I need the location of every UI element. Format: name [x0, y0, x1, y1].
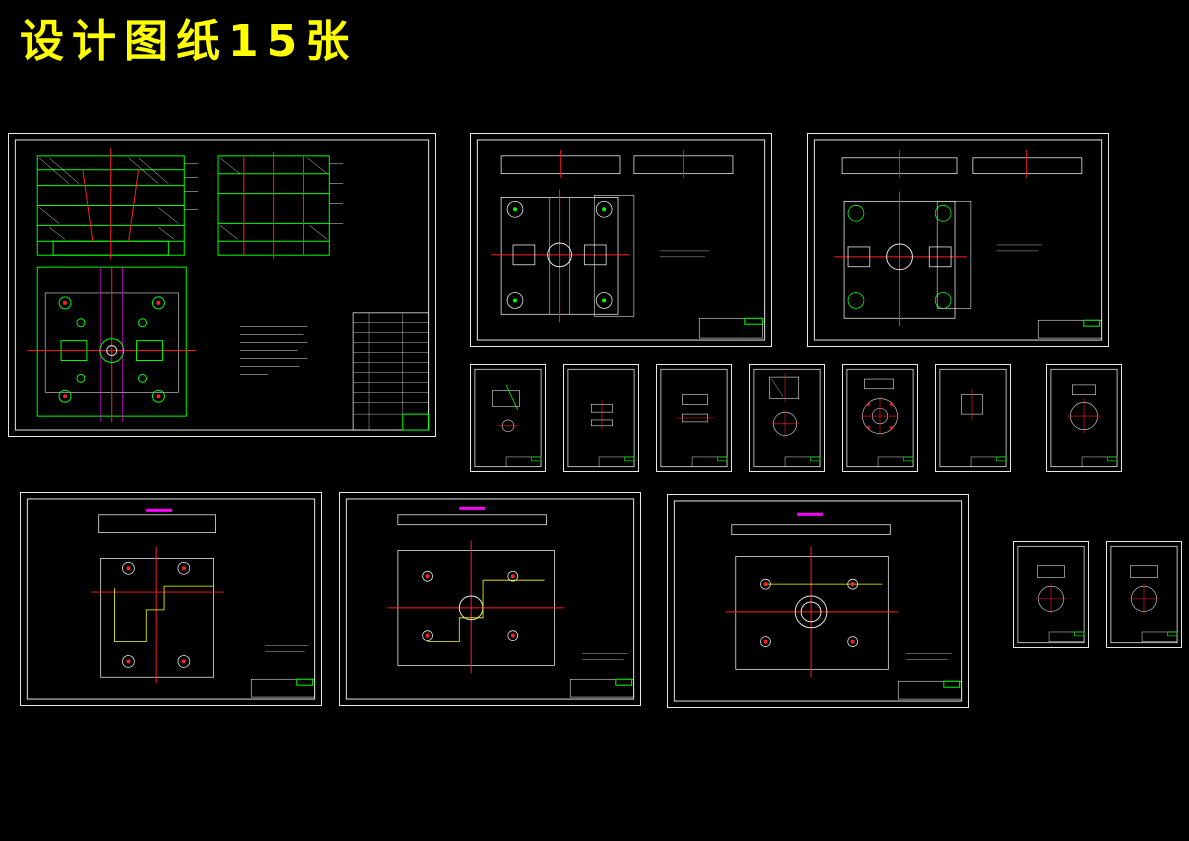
part-drawing-2	[567, 368, 635, 468]
part-drawing-7-sheet[interactable]	[1046, 364, 1122, 472]
part-drawing-9-sheet[interactable]	[1106, 541, 1182, 648]
assembly-drawing	[14, 139, 430, 431]
part-drawing-4	[753, 368, 821, 468]
plate-drawing-3	[26, 498, 316, 700]
plate-drawing-2	[813, 139, 1103, 341]
plate-drawing-1-sheet[interactable]	[470, 133, 772, 347]
plate-drawing-3-sheet[interactable]	[20, 492, 322, 706]
plate-drawing-4	[345, 498, 635, 700]
part-drawing-4-sheet[interactable]	[749, 364, 825, 472]
plate-drawing-5	[673, 500, 963, 702]
part-drawing-3-sheet[interactable]	[656, 364, 732, 472]
part-drawing-3	[660, 368, 728, 468]
part-drawing-7	[1050, 368, 1118, 468]
assembly-drawing-sheet[interactable]	[8, 133, 436, 437]
part-drawing-2-sheet[interactable]	[563, 364, 639, 472]
part-drawing-1	[474, 368, 542, 468]
part-drawing-6	[939, 368, 1007, 468]
part-drawing-9	[1110, 545, 1178, 644]
part-drawing-8-sheet[interactable]	[1013, 541, 1089, 648]
part-drawing-5	[846, 368, 914, 468]
part-drawing-6-sheet[interactable]	[935, 364, 1011, 472]
page-title: 设计图纸15张	[20, 16, 358, 67]
plate-drawing-5-sheet[interactable]	[667, 494, 969, 708]
part-drawing-5-sheet[interactable]	[842, 364, 918, 472]
part-drawing-1-sheet[interactable]	[470, 364, 546, 472]
plate-drawing-4-sheet[interactable]	[339, 492, 641, 706]
part-drawing-8	[1017, 545, 1085, 644]
plate-drawing-2-sheet[interactable]	[807, 133, 1109, 347]
plate-drawing-1	[476, 139, 766, 341]
